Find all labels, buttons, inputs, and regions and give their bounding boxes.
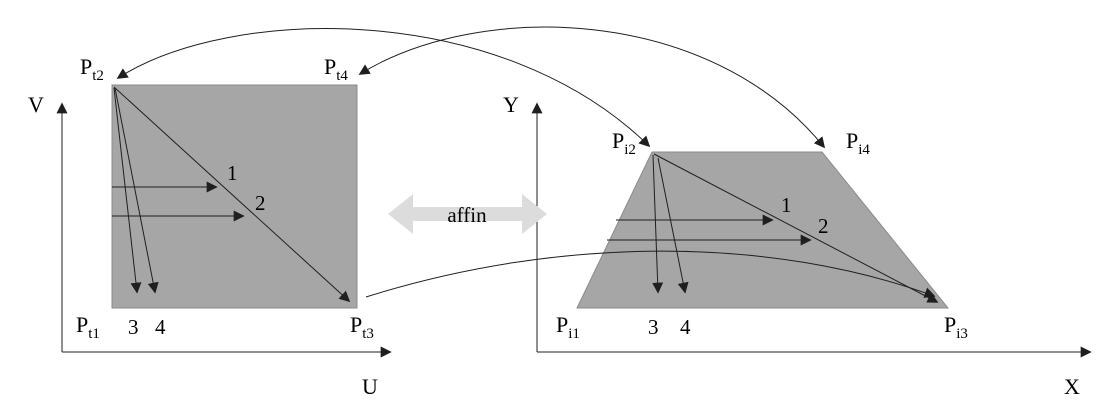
point-label-pi1: Pi1 [556, 312, 580, 342]
image-vline-4 [657, 157, 689, 294]
correspondence-curves [116, 26, 936, 298]
image-line-label-3: 3 [648, 315, 659, 339]
point-label-pi3: Pi3 [944, 312, 968, 342]
texture-space: V U 1 2 3 4 Pt2 Pt4 Pt1 Pt3 [28, 54, 392, 399]
image-line-label-4: 4 [680, 315, 691, 339]
point-label-pi4: Pi4 [846, 128, 870, 158]
y-axis-label: Y [503, 92, 519, 117]
texture-line-label-3: 3 [128, 315, 139, 339]
point-label-pt4: Pt4 [324, 54, 348, 84]
x-axis-label: X [1064, 374, 1080, 399]
image-vline-3 [652, 154, 664, 294]
affin-label: affin [447, 203, 487, 227]
correspondence-curve-pt4-pi4 [358, 26, 826, 149]
v-axis-label: V [28, 92, 44, 117]
image-line-label-1: 1 [781, 193, 792, 217]
point-label-pt2: Pt2 [80, 54, 104, 84]
affin-mapping-indicator: affin [388, 194, 547, 234]
point-label-pt1: Pt1 [76, 312, 100, 342]
u-axis-label: U [362, 374, 378, 399]
point-label-pt3: Pt3 [350, 312, 374, 342]
point-label-pi2: Pi2 [612, 128, 636, 158]
image-space: Y X 1 2 3 4 Pi2 Pi4 Pi1 Pi3 [503, 92, 1092, 399]
image-line-label-2: 2 [818, 214, 829, 238]
correspondence-curve-pt3-pi3 [365, 250, 936, 298]
texture-line-label-2: 2 [255, 191, 266, 215]
affin-double-arrow [388, 194, 547, 234]
image-diagonal-arrow [653, 153, 939, 303]
texture-line-label-1: 1 [227, 161, 238, 185]
image-trapezoid [576, 151, 950, 309]
texture-line-label-4: 4 [155, 315, 166, 339]
